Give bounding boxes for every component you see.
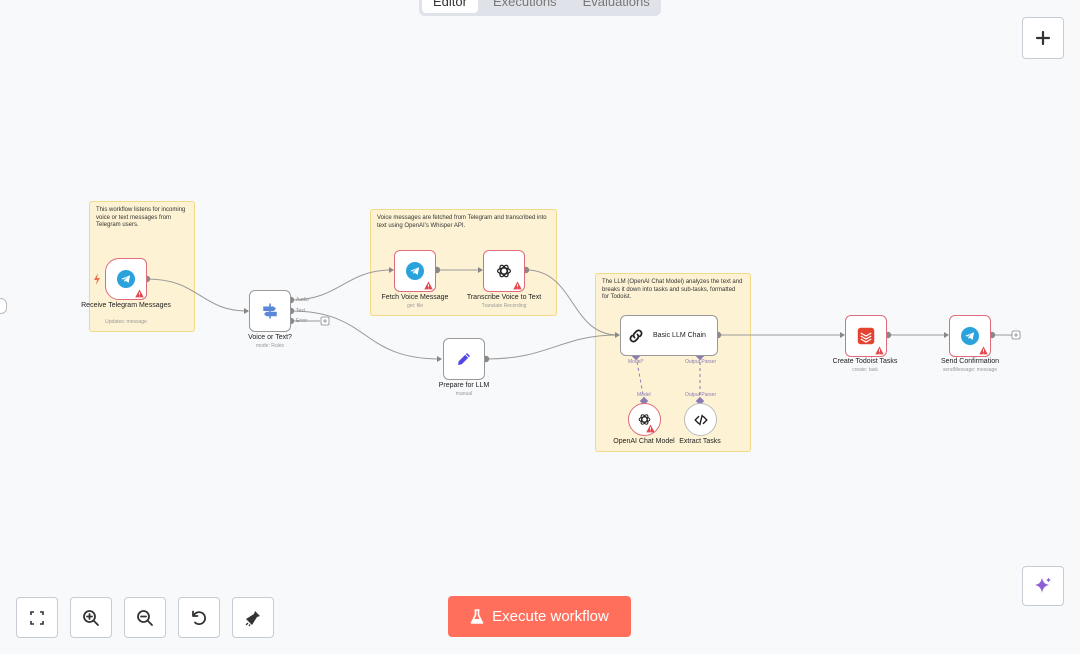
- node-fetch-voice[interactable]: [394, 250, 436, 292]
- view-tabs: Editor Executions Evaluations: [419, 0, 661, 16]
- port-label-text: Text: [296, 308, 306, 314]
- pencil-icon: [458, 353, 470, 365]
- input-arrow: [944, 332, 949, 338]
- input-arrow: [840, 332, 845, 338]
- zoom-out-button[interactable]: [124, 597, 166, 638]
- trigger-bolt-icon: [94, 273, 100, 285]
- port-label-model-required: Model*: [628, 359, 644, 365]
- sticky-note-llm[interactable]: The LLM (OpenAI Chat Model) analyzes the…: [595, 273, 751, 452]
- sparkle-icon: [1035, 577, 1051, 593]
- node-label: OpenAI Chat Model: [613, 438, 675, 445]
- node-label: Create Todoist Tasks: [832, 358, 898, 365]
- openai-icon: [497, 264, 511, 278]
- tab-editor[interactable]: Editor: [422, 0, 478, 13]
- warning-icon: [513, 281, 522, 290]
- link-icon: [629, 329, 643, 342]
- tab-executions[interactable]: Executions: [492, 0, 557, 9]
- node-receive-telegram[interactable]: [105, 258, 147, 300]
- tidy-up-button[interactable]: [232, 597, 274, 638]
- input-arrow: [437, 356, 442, 362]
- node-extract-tasks[interactable]: [684, 403, 717, 436]
- tab-evaluations[interactable]: Evaluations: [582, 0, 650, 9]
- sticky-text: This workflow listens for incoming voice…: [96, 207, 186, 228]
- telegram-icon: [961, 327, 979, 345]
- node-transcribe[interactable]: [483, 250, 525, 292]
- sticky-text: The LLM (OpenAI Chat Model) analyzes the…: [602, 279, 743, 300]
- input-arrow: [389, 267, 394, 273]
- node-label: Basic LLM Chain: [653, 332, 706, 339]
- zoom-in-icon: [83, 609, 99, 626]
- warning-icon: [135, 289, 144, 298]
- telegram-icon: [406, 262, 424, 280]
- node-openai-chat-model[interactable]: [628, 403, 661, 436]
- node-subtitle: get: file: [406, 303, 424, 309]
- flask-icon: [470, 608, 484, 624]
- node-voice-or-text[interactable]: [249, 290, 291, 332]
- reset-zoom-button[interactable]: [178, 597, 220, 638]
- port-label-output-parser: Output Parser: [685, 392, 717, 398]
- node-prepare-llm[interactable]: [443, 338, 485, 380]
- node-label: Receive Telegram Messages: [81, 302, 171, 309]
- node-label: Voice or Text?: [248, 334, 292, 341]
- add-node-button[interactable]: [1022, 17, 1064, 59]
- input-arrow: [478, 267, 483, 273]
- zoom-to-fit-icon: [30, 610, 44, 625]
- node-label: Prepare for LLM: [438, 382, 490, 389]
- zoom-out-icon: [137, 609, 153, 626]
- zoom-to-fit-button[interactable]: [16, 597, 58, 638]
- input-arrow: [244, 308, 249, 314]
- wire-audio-fetch: [290, 269, 393, 301]
- telegram-icon: [117, 270, 135, 288]
- openai-icon: [638, 414, 651, 425]
- node-subtitle: Updates: message: [105, 319, 147, 325]
- node-subtitle: sendMessage: message: [942, 367, 998, 373]
- node-subtitle: Translate Recording: [481, 303, 527, 309]
- ai-assistant-button[interactable]: [1022, 566, 1064, 606]
- warning-icon: [424, 281, 433, 290]
- sticky-text: Voice messages are fetched from Telegram…: [377, 215, 547, 229]
- wire-receive-switch: [146, 278, 249, 312]
- wire-transcribe-chain: [525, 269, 619, 336]
- node-label: Transcribe Voice to Text: [466, 294, 542, 301]
- node-label: Fetch Voice Message: [381, 294, 449, 301]
- node-send-confirmation[interactable]: [949, 315, 991, 357]
- port-label-error: Error: [296, 318, 308, 324]
- plus-icon: [1035, 30, 1051, 46]
- wire-text-prepare: [290, 310, 441, 360]
- tidy-up-icon: [245, 610, 260, 626]
- port-label-output-parser: Output Parser: [685, 359, 717, 365]
- code-icon: [693, 414, 708, 425]
- port-label-audio: Audio: [296, 297, 309, 303]
- node-label: Send Confirmation: [941, 358, 999, 365]
- execute-workflow-label: Execute workflow: [492, 608, 609, 625]
- todoist-icon: [857, 327, 875, 345]
- wire-prepare-chain: [485, 334, 619, 360]
- wire-model-chain: [635, 355, 645, 401]
- reset-zoom-icon: [192, 610, 206, 625]
- port-label-model: Model: [637, 392, 651, 398]
- execute-workflow-button[interactable]: Execute workflow: [448, 596, 631, 637]
- input-arrow: [615, 332, 620, 338]
- node-subtitle: manual: [455, 391, 473, 397]
- zoom-in-button[interactable]: [70, 597, 112, 638]
- node-subtitle: create: task: [852, 367, 878, 373]
- warning-icon: [875, 346, 884, 355]
- switch-icon: [263, 303, 277, 319]
- node-subtitle: mode: Rules: [255, 343, 285, 349]
- node-label: Extract Tasks: [679, 438, 721, 445]
- warning-icon: [979, 346, 988, 355]
- node-create-todoist[interactable]: [845, 315, 887, 357]
- warning-icon: [646, 424, 655, 433]
- node-basic-llm-chain[interactable]: Basic LLM Chain: [620, 315, 718, 356]
